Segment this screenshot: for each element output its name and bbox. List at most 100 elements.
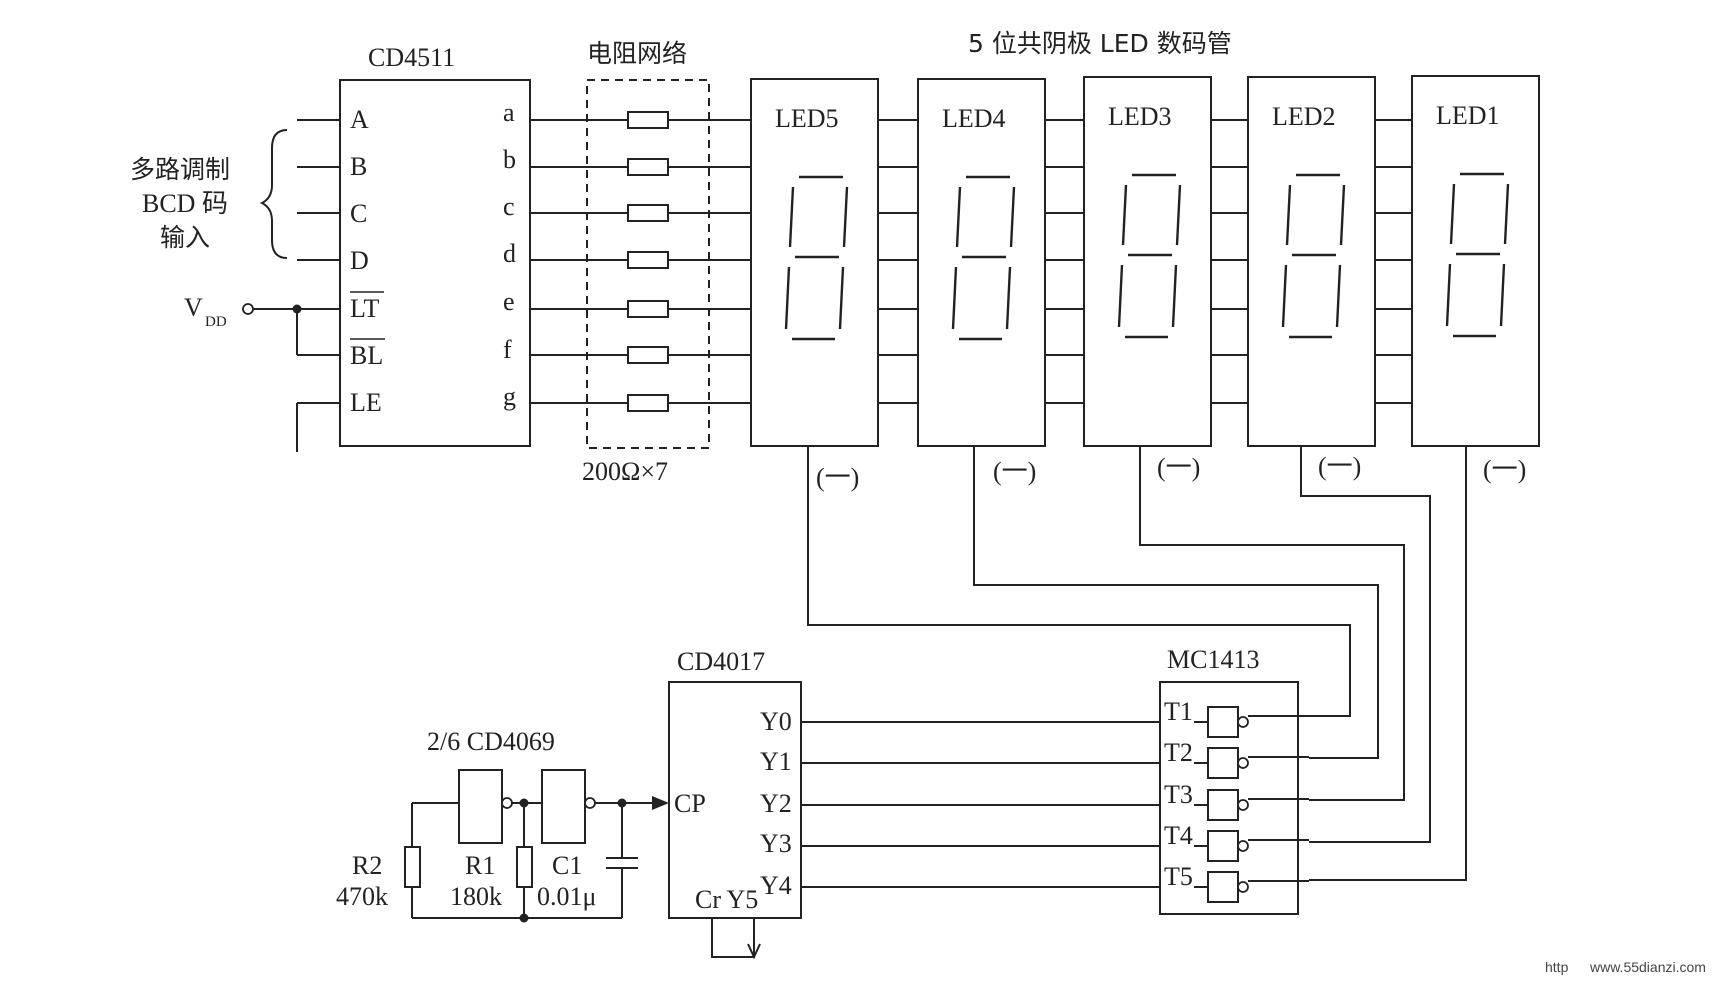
led-label: LED1 [1436,101,1500,130]
inverter-bubble-icon [1237,799,1249,811]
driver-gate [1207,789,1239,821]
led-label: LED3 [1108,102,1172,131]
bcd-line1: 多路调制 [130,155,230,184]
inverter-label: 2/6 CD4069 [427,727,555,756]
mc1413-channel-4: T4 [1164,821,1309,862]
inverter-bubble-icon [1237,881,1249,893]
led-digit-5: LED5 [750,78,918,447]
arrow-icon [747,943,761,960]
led-label: LED5 [775,104,839,133]
mc1413-channel-3: T3 [1164,780,1309,821]
inverter-1 [458,769,503,844]
out-g: g [503,382,516,411]
vdd-label: V [184,293,203,322]
resistor-f [627,346,669,364]
pin-C: C [350,199,367,228]
driver-gate [1207,871,1239,903]
led-label: LED2 [1272,102,1336,131]
inverter-bubble-icon [1237,716,1249,728]
r2-value: 470k [336,882,388,911]
resistor-e [627,300,669,318]
cd4017-label: CD4017 [677,647,765,676]
cathode-label-led4: (一) [993,457,1036,486]
driver-gate [1207,830,1239,862]
junction-dot [519,913,529,923]
watermark-left: http [1545,959,1569,975]
led-digit-3: LED3 [1083,76,1248,447]
mc1413-channel-5: T5 [1164,862,1309,903]
inverter-bubble-icon [584,797,596,809]
pin-LT: LT [350,294,379,323]
mc1413-channel-label: T1 [1164,697,1193,726]
inverter-bubble-icon [501,797,513,809]
resistor-network-label: 电阻网络 [587,39,687,68]
resistor-c [627,204,669,222]
led-displays: LED5 LED4 LED3 LED2 LED1 [750,75,1540,447]
pin-BL: BL [350,341,383,370]
inverter-bubble-icon [1237,757,1249,769]
diagram-title: 5 位共阴极 LED 数码管 [968,29,1232,58]
out-a: a [503,98,515,127]
mc1413-channel-label: T3 [1164,780,1193,809]
c1-value: 0.01μ [537,882,596,911]
resistor-network: 电阻网络 200Ω×7 [582,39,710,486]
cathode-wiring: (一) (一) (一) (一) (一) [807,446,1526,881]
vdd-terminal-icon [242,303,254,315]
mc1413-channel-2: T2 [1164,738,1309,779]
driver-gate [1207,747,1239,779]
out-f: f [503,335,512,364]
arrow-icon [652,796,669,810]
cathode-label-led5: (一) [816,463,859,492]
resistor-r2 [404,846,421,888]
led-digit-4: LED4 [917,78,1084,447]
out-c: c [503,192,515,221]
bcd-input-label: 多路调制 BCD 码 输入 [130,129,288,259]
cd4511-chip: CD4511 A B C D LT BL LE a b c d e f g [296,43,531,452]
resistor-g [627,394,669,412]
pin-LE: LE [350,388,382,417]
cd4017-y0: Y0 [760,707,792,736]
mc1413-channel-label: T5 [1164,862,1193,891]
segment-bus [530,111,751,412]
resistor-a [627,111,669,129]
cathode-label-led2: (一) [1318,452,1361,481]
r1-name: R1 [465,851,495,880]
pin-D: D [350,246,369,275]
vdd-terminal: V DD [184,293,302,330]
c1-name: C1 [552,851,582,880]
out-b: b [503,145,516,174]
cathode-label-led1: (一) [1483,455,1526,484]
resistor-network-value: 200Ω×7 [582,457,668,486]
r1-value: 180k [450,882,502,911]
bcd-line3: 输入 [160,223,210,252]
inverter-2 [541,769,586,844]
oscillator: 2/6 CD4069 R2 470k R1 180k C1 0.01μ [336,727,669,923]
watermark-text: www.55dianzi.com [1589,959,1706,975]
out-d: d [503,239,516,268]
pin-A: A [350,105,369,134]
brace-icon [259,129,288,259]
mc1413-label: MC1413 [1167,645,1259,674]
cd4017-y1: Y1 [760,747,792,776]
mc1413-channel-label: T4 [1164,821,1193,850]
mc1413-channel-1: T1 [1164,697,1309,738]
cd4017-cp: CP [674,789,706,818]
cd4017-chip: CD4017 CP Y0 Y1 Y2 Y3 Y4 Cr Y5 [668,647,1160,960]
resistor-r1 [516,846,533,888]
r2-name: R2 [352,851,382,880]
cd4017-y2: Y2 [760,789,792,818]
resistor-b [627,158,669,176]
led-label: LED4 [942,104,1006,133]
mc1413-channel-label: T2 [1164,738,1193,767]
cathode-label-led3: (一) [1157,453,1200,482]
led-digit-2: LED2 [1247,76,1412,447]
vdd-subscript: DD [205,314,227,330]
out-e: e [503,287,515,316]
cd4017-y3: Y3 [760,829,792,858]
pin-B: B [350,152,367,181]
cd4017-cr-y5: Cr Y5 [695,885,758,914]
cd4017-y4: Y4 [760,871,792,900]
bcd-line2: BCD 码 [142,189,228,218]
